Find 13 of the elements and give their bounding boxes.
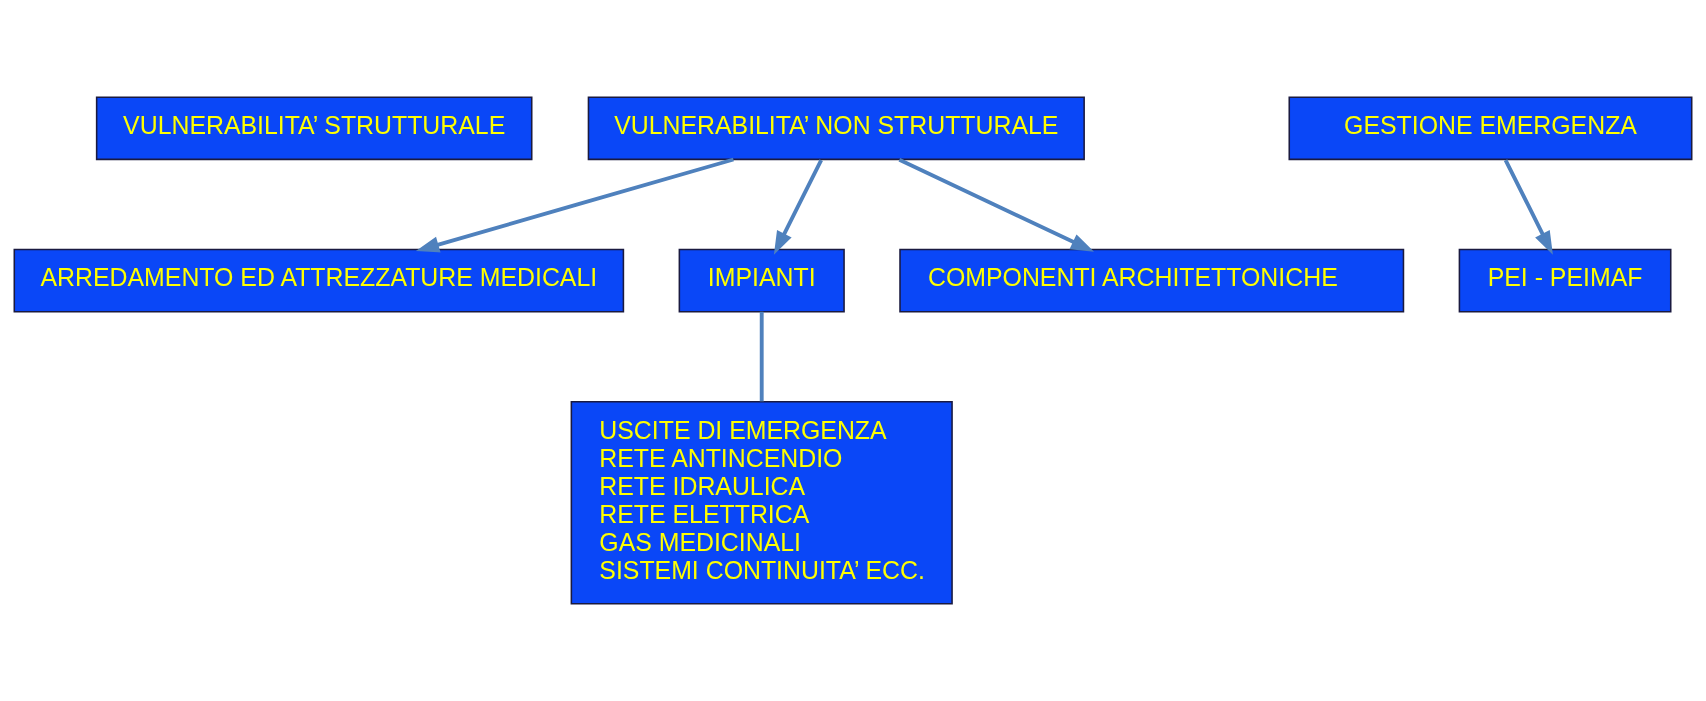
node-box: VULNERABILITA’ NON STRUTTURALE	[587, 96, 1085, 161]
node-box: VULNERABILITA’ STRUTTURALE	[95, 96, 533, 161]
node-box: COMPONENTI ARCHITETTONICHE	[899, 248, 1405, 313]
node-box: PEI - PEIMAF	[1458, 248, 1672, 313]
arrow	[415, 157, 734, 253]
arrow	[773, 159, 823, 255]
node-box: GESTIONE EMERGENZA	[1288, 96, 1693, 161]
node-box: USCITE DI EMERGENZA RETE ANTINCENDIO RETE IDRAULICA RETE ELETTRICA GAS MEDICINALI SISTEMI CONTINUITA’ ECC.	[570, 401, 953, 605]
arrow	[1503, 159, 1553, 255]
connector	[759, 311, 764, 402]
arrow	[898, 157, 1095, 252]
node-box: IMPIANTI	[678, 248, 845, 313]
node-box: ARREDAMENTO ED ATTREZZATURE MEDICALI	[13, 248, 625, 313]
